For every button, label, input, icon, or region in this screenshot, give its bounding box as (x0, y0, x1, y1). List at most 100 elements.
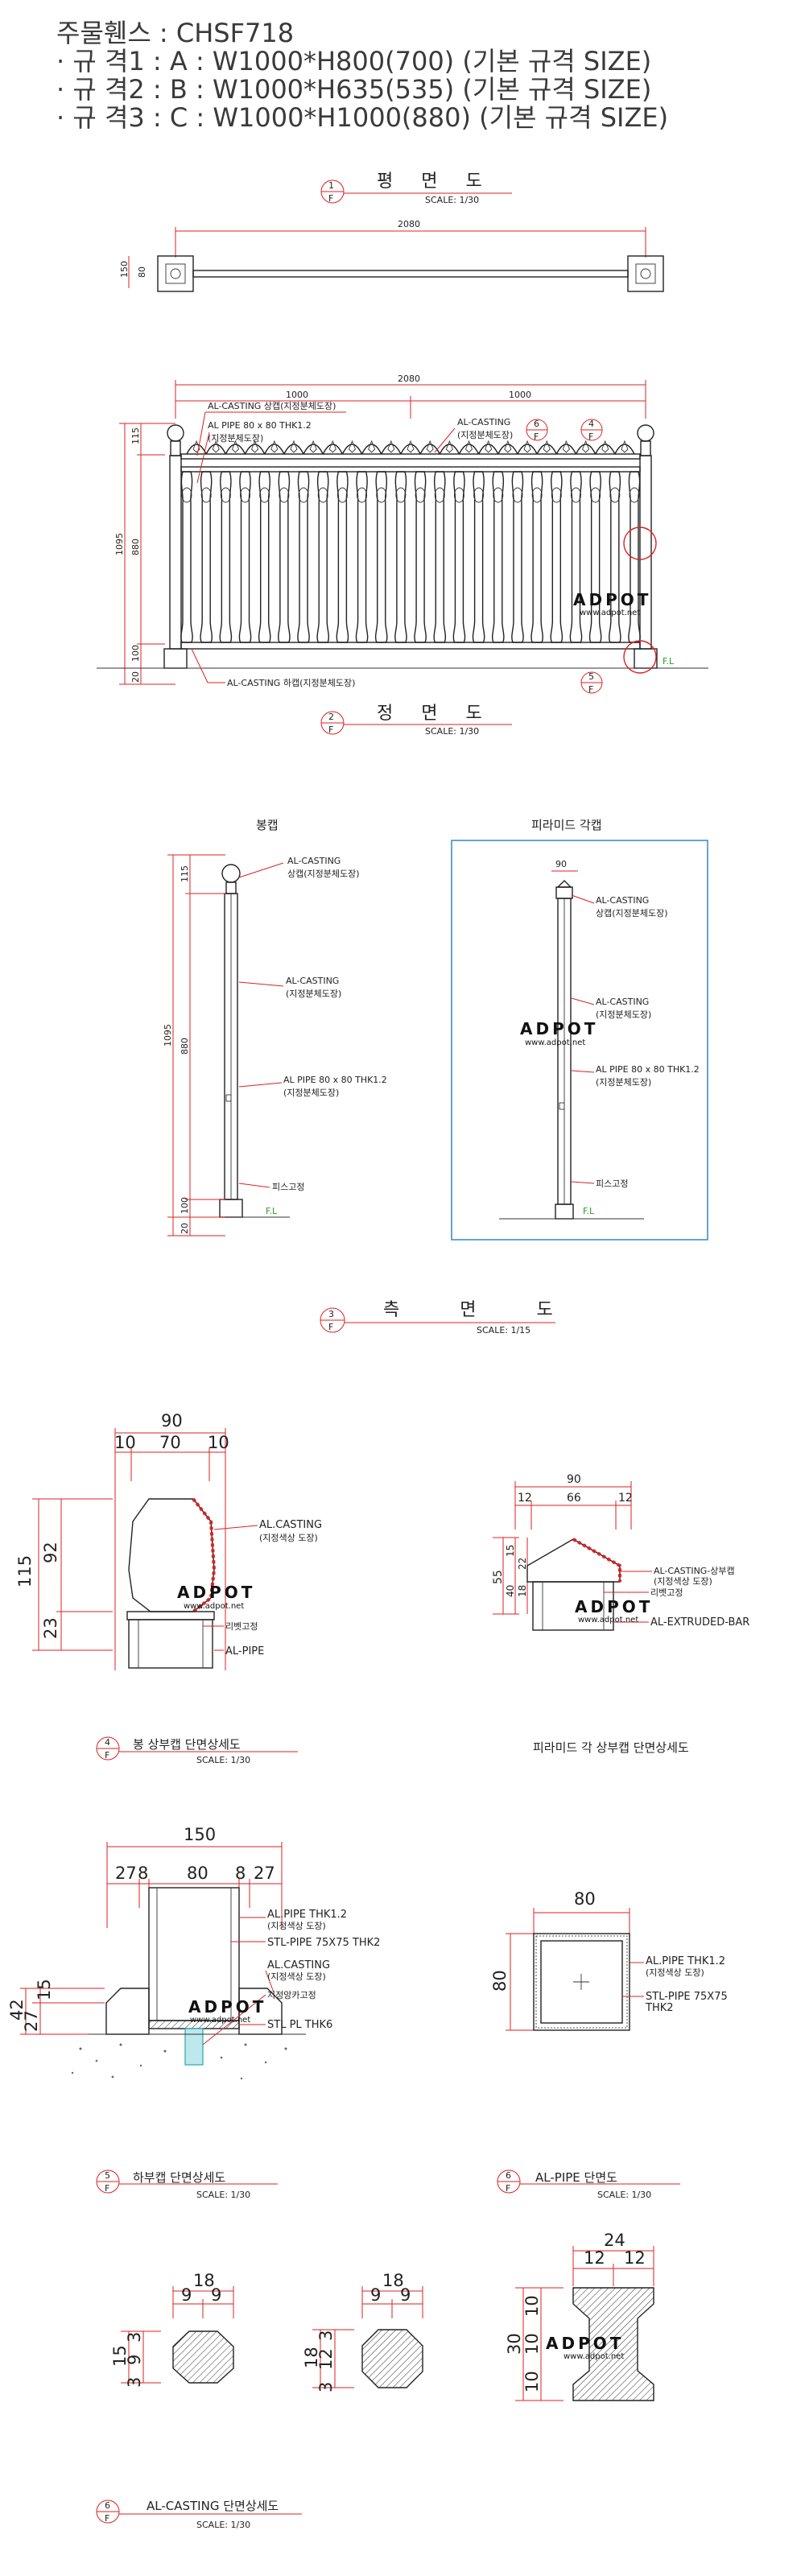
pyr-dim-h2: 40 (505, 1585, 516, 1597)
crown-arch (555, 444, 577, 455)
svg-text:3: 3 (316, 2382, 336, 2392)
d4-marker: 4 F (96, 1736, 298, 1761)
front-dim-top: 115 (130, 427, 141, 444)
crown-finial (231, 440, 239, 453)
d5-anchor (184, 2028, 204, 2066)
d4-dim-h1: 92 (41, 1542, 60, 1563)
d5-callout-stl: STL-PIPE 75X75 THK2 (267, 1937, 380, 1949)
crown-finial (445, 440, 453, 453)
crown-arch (497, 444, 518, 455)
detail-base-cap-section: 150 27 8 80 8 27 42 27 15 AL.PIPE THK1. (7, 1825, 380, 2200)
front-crown-ornament (186, 440, 635, 455)
baluster (609, 471, 621, 643)
casting-section-1: 18 9 9 15 3 9 3 (110, 2271, 234, 2388)
svg-text:5: 5 (588, 671, 594, 682)
plan-rail (192, 270, 629, 278)
crown-finial (582, 440, 590, 453)
spec-line-1: · 규 격1 : A : W1000*H800(700) (기본 규격 SIZE… (56, 46, 652, 76)
baluster (278, 471, 291, 643)
plan-post-right (627, 255, 664, 292)
svg-text:F: F (506, 2183, 510, 2194)
svg-text:9: 9 (211, 2285, 221, 2305)
side-left-fix: 피스고정 (272, 1182, 304, 1192)
crown-finial (523, 440, 531, 453)
d6-callout-pipe-1: AL.PIPE THK1.2 (646, 1955, 725, 1967)
crown-arch (458, 444, 480, 455)
baluster (316, 471, 330, 643)
front-callout-bottom-cap: AL-CASTING 하캡(지정분체도장) (227, 677, 355, 688)
side-right-fix: 피스고정 (596, 1179, 628, 1189)
svg-text:18: 18 (302, 2347, 321, 2368)
d5-marker: 5 F (96, 2169, 278, 2194)
front-dim-span-right: 1000 (509, 390, 531, 400)
pyr-dim-height: 55 (492, 1570, 505, 1584)
svg-text:24: 24 (604, 2231, 625, 2250)
crown-arch (205, 444, 226, 455)
crown-arch (614, 444, 635, 455)
d6-dim-width: 80 (574, 1889, 596, 1909)
pyr-callout-cap: AL-CASTING-상부캡 (654, 1566, 735, 1576)
front-top-rail (180, 453, 641, 460)
d5-scale: SCALE: 1/30 (196, 2190, 250, 2200)
side-dim-bottom: 100 (180, 1197, 190, 1214)
front-tag-6: 6 F (526, 419, 548, 442)
d4-dim-c: 10 (208, 1433, 229, 1452)
side-right-pipe-1: AL PIPE 80 x 80 THK1.2 (596, 1064, 700, 1075)
baluster (336, 471, 349, 643)
d6-callout-pipe-2: (지정색상 도장) (646, 1967, 704, 1978)
crown-arch (517, 444, 538, 455)
pyr-dim-c: 12 (618, 1492, 633, 1505)
svg-text:10: 10 (522, 2333, 542, 2355)
d5-callout-pipe-1: AL.PIPE THK1.2 (267, 1909, 347, 1921)
watermark-brand-d5: ADPOT (188, 1997, 266, 2017)
side-right-dim-width: 90 (555, 859, 567, 869)
svg-text:F: F (588, 431, 593, 442)
front-view: 2080 1000 1000 1095 115 880 100 20 (97, 374, 708, 737)
svg-text:15: 15 (110, 2345, 130, 2367)
svg-text:6: 6 (534, 419, 539, 429)
svg-text:30: 30 (505, 2333, 524, 2355)
pyr-dim-width: 90 (567, 1473, 581, 1486)
svg-text:F: F (328, 1322, 333, 1332)
side-right-title: 피라미드 각캡 (531, 818, 602, 832)
pyr-callout-rivet: 리벳고정 (650, 1587, 683, 1598)
crown-arch (341, 444, 363, 455)
crown-arch (439, 444, 460, 455)
plan-view-scale: SCALE: 1/30 (425, 195, 479, 205)
front-callout-pipe-1: AL PIPE 80 x 80 THK1.2 (208, 420, 312, 431)
d5-callout-pipe-2: (지정색상 도장) (267, 1921, 326, 1931)
d6-callout-stl-2: THK2 (645, 2002, 674, 2014)
crown-finial (290, 440, 298, 453)
d5-callout-plate: STL PL THK6 (267, 2019, 332, 2031)
crown-finial (309, 440, 317, 453)
baluster (491, 471, 505, 643)
detail-al-pipe-section: 80 80 AL.PIPE THK1.2 (지정색상 도장) STL-PIPE … (490, 1889, 728, 2200)
crown-arch (264, 444, 285, 455)
front-detail-circle-upper (623, 526, 657, 560)
pyr-callout-bar: AL-EXTRUDED-BAR (650, 1616, 749, 1629)
crown-arch (536, 444, 557, 455)
side-left-ground: F.L (266, 1206, 278, 1216)
d6-scale: SCALE: 1/30 (597, 2190, 651, 2200)
pyr-title: 피라미드 각 상부캡 단면상세도 (533, 1740, 689, 1755)
front-post-left (163, 424, 188, 669)
front-dim-mid: 880 (130, 539, 141, 555)
svg-text:F: F (328, 193, 333, 204)
front-tag-4: 4 F (580, 419, 603, 442)
front-post-right (634, 424, 658, 669)
baluster (258, 471, 271, 643)
detail-ball-cap-section: 90 10 70 10 115 92 23 AL.CASTING (지정색상 도… (15, 1411, 322, 1765)
crown-arch (283, 444, 304, 455)
d7-title: AL-CASTING 단면상세도 (147, 2499, 279, 2513)
svg-text:9: 9 (181, 2285, 192, 2305)
plan-view: 1 F 평 면 도 SCALE: 1/30 2080 150 80 (119, 171, 664, 292)
crown-finial (251, 440, 259, 453)
crown-finial (562, 440, 570, 453)
side-right-cast-2: (지정분체도장) (596, 1009, 651, 1020)
svg-text:9: 9 (400, 2285, 411, 2305)
crown-finial (212, 440, 220, 453)
front-callout-top-cap: AL-CASTING 상캡(지정분체도장) (208, 401, 336, 411)
baluster (180, 471, 193, 643)
svg-text:10: 10 (522, 2371, 542, 2392)
